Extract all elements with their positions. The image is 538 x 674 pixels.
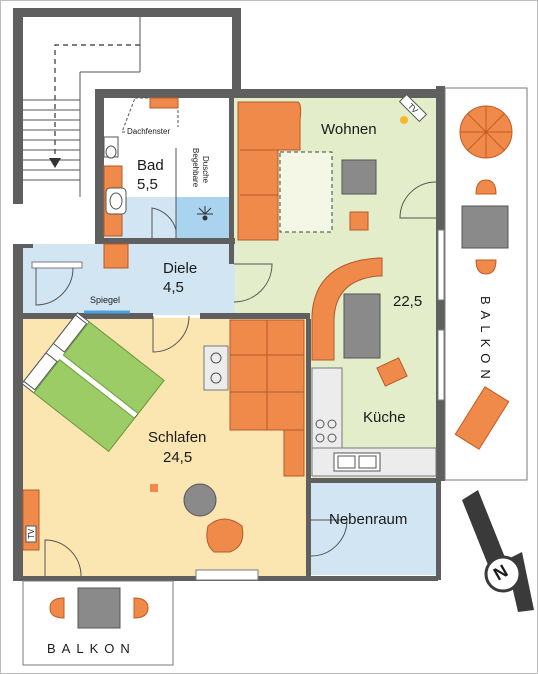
bathroom: Dachfenster Begehbare Dusche Bad 5,5 [103,97,213,238]
armchair-round [206,518,244,553]
bedroom-lamp [150,484,158,492]
wohnen-label: Wohnen [321,121,377,138]
staircase [23,17,234,197]
lamp-icon [400,116,408,124]
toilet-bowl [105,145,117,159]
round-table [183,483,217,517]
dachfenster-label: Dachfenster [127,127,170,136]
balcony-table [461,205,509,249]
balcony-chair-bottom [475,259,497,275]
stair-direction-line [54,44,140,160]
corner-sofa [237,101,302,241]
dining-chair [376,357,408,387]
side-table [341,159,377,195]
compass-needle-up [462,490,506,570]
spiegel-label: Spiegel [90,295,120,305]
nebenraum-floor [310,482,436,575]
bad-area: 5,5 [137,176,158,193]
coffee-table [279,151,333,233]
cooktop-icon [315,419,337,443]
bottom-balcony-table [77,587,121,629]
armchair [349,211,369,231]
wardrobe-end [283,429,305,477]
compass: N [462,490,534,612]
hall-cabinet [103,243,129,269]
diele-area: 4,5 [163,279,184,296]
dusche-label-line1: Begehbare [191,148,200,188]
washbasin-bowl [109,192,123,210]
roof-window-label-bg [125,127,179,137]
sun-lounger [454,386,510,450]
stair-area [23,17,234,197]
compass-circle [484,555,522,593]
dining-bench [311,257,383,361]
bath-cabinet [149,97,179,109]
kueche-label: Küche [363,409,406,426]
bottom-balcony-chair-left [49,597,65,619]
doors [35,181,437,577]
nebenraum-label: Nebenraum [329,511,407,528]
bottom-balcony-chair-right [133,597,149,619]
hallway: Spiegel Diele 4,5 [84,243,197,314]
sink-icon [333,452,381,472]
bottom-balkon-label: BALKON [47,641,136,656]
shower-head-icon [197,206,213,221]
diele-label: Diele [163,260,197,277]
balcony-chair-top [475,179,497,195]
living-room: TV Wohnen 22,5 [237,93,428,310]
dining-table [343,293,381,359]
schlafen-label: Schlafen [148,429,206,446]
windows [31,229,445,581]
right-balkon-label: BALKON [478,296,493,385]
wohnen-area: 22,5 [393,293,422,310]
schlafen-area: 24,5 [163,449,192,466]
dusche-label-line2: Dusche [201,156,210,184]
kitchen: Küche [311,257,437,477]
right-balcony: BALKON [444,87,528,481]
bedroom-tv-icon: TV [25,525,37,543]
bedroom: TV Schlafen 24,5 [21,311,305,553]
tv-icon: TV [398,93,428,123]
diele-floor [23,244,235,315]
svg-text:TV: TV [27,528,36,539]
double-bed [21,311,165,453]
bad-label: Bad [137,157,164,174]
bottom-balcony: BALKON [22,580,174,666]
stair-arrow-icon [49,158,61,168]
